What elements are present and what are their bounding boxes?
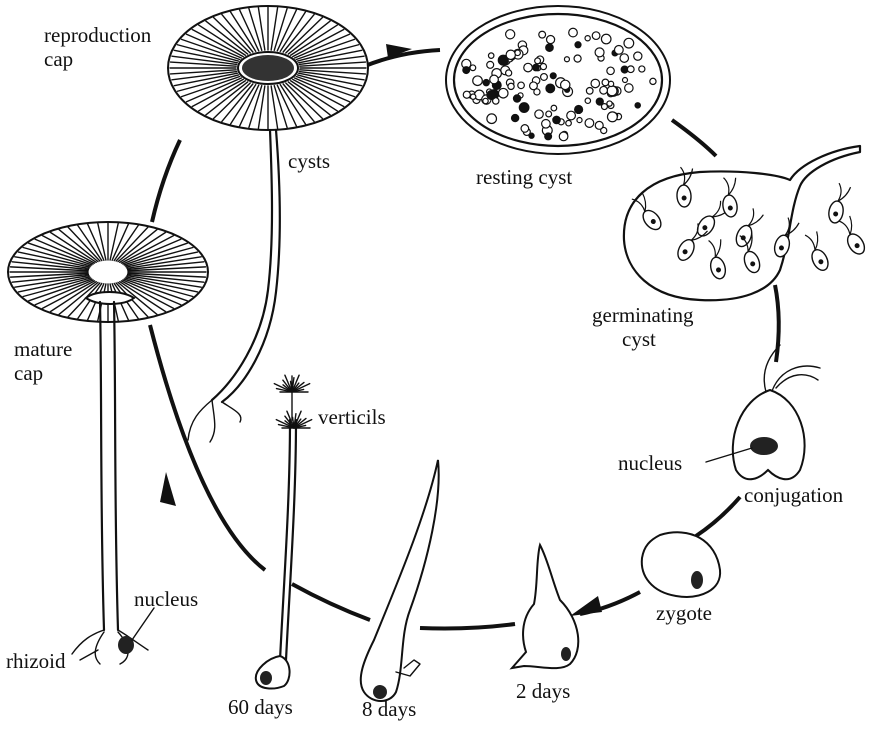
labels: reproduction cap cysts resting cyst germ… — [6, 23, 844, 721]
arc-60days-to-mature — [150, 325, 265, 570]
label-8-days: 8 days — [362, 697, 416, 721]
arc-conjugation-to-zygote — [696, 497, 740, 536]
label-resting-cyst: resting cyst — [476, 165, 572, 189]
label-mature: mature — [14, 337, 72, 361]
label-reproduction: reproduction — [44, 23, 152, 47]
zygote-illustration — [642, 532, 720, 597]
conjugation-illustration — [706, 345, 820, 479]
resting-cyst-illustration — [446, 6, 670, 154]
label-60-days: 60 days — [228, 695, 293, 719]
label-germinating-cyst: cyst — [622, 327, 656, 351]
arc-mature-to-reproduction — [152, 140, 180, 222]
label-mature-cap: cap — [14, 361, 43, 385]
label-verticils: verticils — [318, 405, 386, 429]
label-conjugation: conjugation — [744, 483, 844, 507]
sixty-days-illustration — [256, 375, 312, 688]
eight-days-illustration — [361, 460, 439, 701]
label-nucleus-top: nucleus — [618, 451, 682, 475]
two-days-illustration — [512, 545, 578, 668]
arc-8days-to-60days — [292, 584, 370, 620]
nucleus-bottom-pointer — [132, 608, 154, 640]
label-reproduction-cap: cap — [44, 47, 73, 71]
reproduction-cap-illustration — [168, 6, 368, 442]
label-2-days: 2 days — [516, 679, 570, 703]
arrowhead-to-mature — [160, 472, 176, 506]
germinating-cyst-illustration — [624, 146, 870, 300]
label-cysts: cysts — [288, 149, 330, 173]
arc-resting-to-germinating — [672, 120, 716, 156]
label-rhizoid: rhizoid — [6, 649, 66, 673]
arc-2days-to-8days — [420, 624, 515, 629]
label-nucleus-bottom: nucleus — [134, 587, 198, 611]
arrowhead-to-2days — [570, 596, 602, 616]
label-zygote: zygote — [656, 601, 712, 625]
label-germinating: germinating — [592, 303, 694, 327]
